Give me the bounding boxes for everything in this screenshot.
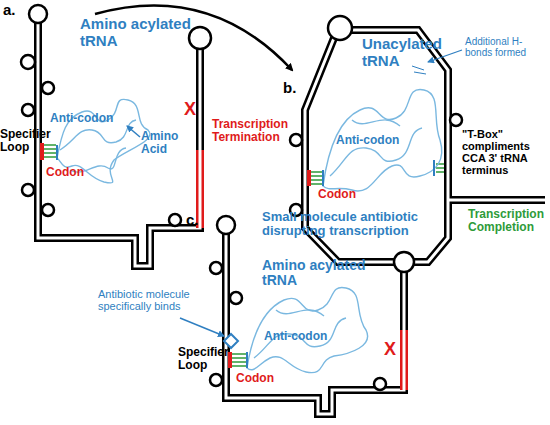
codon-label: Codon	[318, 188, 368, 201]
base-pairs	[311, 172, 322, 184]
anticodon-mark	[322, 170, 324, 186]
trna-squiggle	[323, 90, 442, 191]
base-pairs	[44, 145, 56, 157]
base-pairs	[232, 354, 246, 366]
bulge-loop	[22, 104, 34, 116]
rna-backbone	[226, 234, 404, 414]
bulge-loop	[169, 214, 181, 226]
annotation-label: Additional H-bonds formed	[465, 36, 547, 58]
trna-squiggle	[60, 120, 136, 172]
rna-backbone-inner	[38, 23, 200, 266]
trna-squiggle	[330, 120, 422, 176]
hairpin-loop	[29, 5, 47, 23]
bulge-loop	[450, 114, 462, 126]
loop-label: Specifier Loop	[0, 128, 50, 154]
annotation-label: Antibiotic molecule specifically binds	[98, 288, 210, 312]
panel-title: Small molecule antibiotic disrupting tra…	[262, 210, 437, 239]
completion-label: Transcription Completion	[468, 208, 550, 234]
bulge-loop	[22, 184, 34, 196]
leader-line	[180, 318, 224, 336]
termination-mark: X	[184, 100, 200, 120]
termination-label: Transcription Termination	[212, 118, 304, 144]
anticodon-mark	[246, 352, 248, 368]
rna-backbone	[38, 23, 200, 266]
terminator-segment	[400, 330, 408, 390]
anticodon-label: Anti-codon	[336, 134, 416, 147]
trna-label: Amino acylated tRNA	[80, 16, 198, 49]
trna-squiggle	[247, 287, 368, 372]
bulge-loop	[290, 134, 302, 146]
bulge-loop	[374, 378, 386, 390]
codon-mark	[228, 352, 232, 368]
tbox-label: "T-Box" compliments CCA 3' tRNA terminus	[462, 128, 548, 176]
codon-mark	[40, 143, 44, 160]
rna-backbone-inner	[226, 234, 404, 414]
bulge-loop	[42, 204, 54, 216]
amino-acid-label: Amino Acid	[141, 130, 191, 156]
cca-terminus	[433, 160, 435, 176]
antibiotic-diamond	[224, 334, 238, 348]
bulge-loop	[21, 55, 35, 69]
codon-label: Codon	[236, 372, 286, 385]
panel-letter: c.	[186, 212, 210, 229]
hairpin-loop	[394, 252, 414, 272]
terminator-segment-inner	[199, 150, 202, 228]
hairpin-loop	[217, 216, 235, 234]
trna-squiggle	[254, 310, 346, 358]
termination-mark: X	[384, 340, 400, 360]
trna-label: Amino acylated tRNA	[262, 258, 387, 289]
rna-strand-c	[210, 216, 414, 414]
bulge-loop	[210, 374, 222, 386]
terminator-segment-inner	[403, 330, 406, 390]
loop-label: Specifier Loop	[178, 346, 226, 372]
anticodon-label: Anti-codon	[50, 112, 130, 125]
trna-label: Unacylated tRNA	[362, 36, 454, 69]
leader-line	[127, 126, 140, 137]
codon-label: Codon	[46, 166, 96, 179]
hbond-marks	[412, 66, 426, 74]
anticodon-mark	[56, 145, 58, 160]
trna-c	[247, 287, 368, 372]
bulge-loop	[230, 292, 242, 304]
bulge-loop	[42, 82, 54, 94]
trna-b	[323, 90, 442, 191]
bulge-loop	[210, 262, 222, 274]
panel-letter: b.	[283, 80, 307, 97]
codon-mark	[307, 170, 311, 186]
hairpin-loop	[189, 27, 211, 49]
hairpin-loop	[328, 16, 352, 40]
panel-letter: a.	[3, 2, 27, 19]
anticodon-label: Anti-codon	[264, 330, 344, 343]
